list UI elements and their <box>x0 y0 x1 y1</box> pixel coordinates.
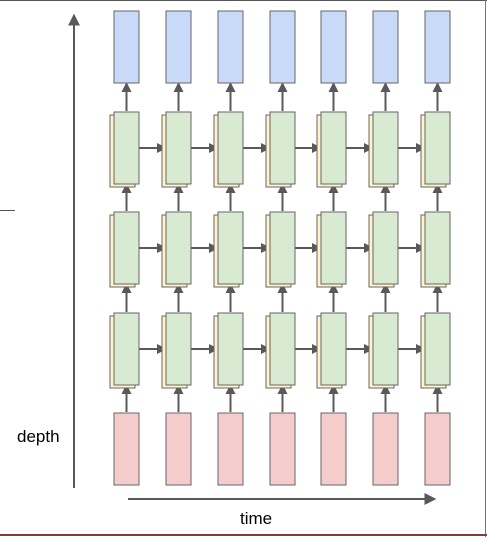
side-tick <box>0 210 15 211</box>
hidden-cell <box>320 312 347 386</box>
bottom-border <box>0 534 487 536</box>
hidden-cell <box>217 211 244 285</box>
output-cell <box>269 10 296 84</box>
hidden-cell <box>320 111 347 185</box>
output-cell <box>424 10 451 84</box>
top-border <box>0 0 487 1</box>
hidden-cell <box>113 312 140 386</box>
input-cell <box>165 412 192 486</box>
output-cell <box>320 10 347 84</box>
hidden-cell <box>372 211 399 285</box>
input-cell <box>217 412 244 486</box>
hidden-cell <box>165 312 192 386</box>
hidden-cell <box>269 111 296 185</box>
hidden-cell <box>217 111 244 185</box>
input-cell <box>372 412 399 486</box>
hidden-cell <box>372 312 399 386</box>
hidden-cell <box>372 111 399 185</box>
input-cell <box>424 412 451 486</box>
hidden-cell <box>269 211 296 285</box>
output-cell <box>217 10 244 84</box>
hidden-cell <box>113 211 140 285</box>
input-cell <box>269 412 296 486</box>
hidden-cell <box>424 111 451 185</box>
depth-axis-label: depth <box>17 427 60 446</box>
hidden-cell <box>165 111 192 185</box>
output-cell <box>165 10 192 84</box>
hidden-cell <box>165 211 192 285</box>
output-cell <box>113 10 140 84</box>
hidden-cell <box>424 312 451 386</box>
right-border <box>485 0 486 537</box>
axes <box>68 13 437 505</box>
hidden-cell <box>269 312 296 386</box>
edges <box>121 82 443 412</box>
hidden-cell <box>424 211 451 285</box>
input-cell <box>113 412 140 486</box>
time-axis-label: time <box>240 509 273 528</box>
input-cell <box>320 412 347 486</box>
hidden-cell <box>320 211 347 285</box>
nodes <box>109 10 451 486</box>
hidden-cell <box>217 312 244 386</box>
output-cell <box>372 10 399 84</box>
hidden-cell <box>113 111 140 185</box>
